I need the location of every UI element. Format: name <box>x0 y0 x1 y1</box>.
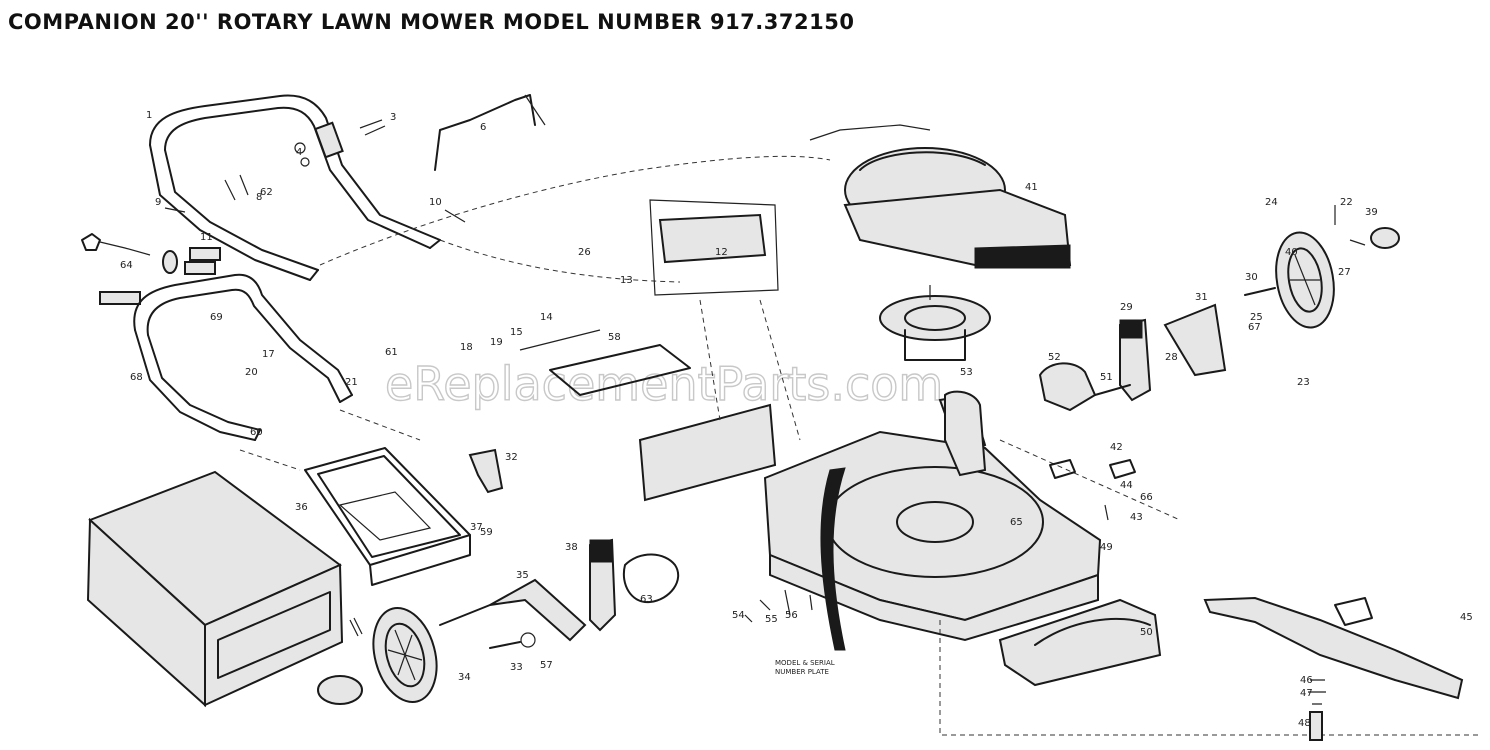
rear-wheel-left <box>317 578 587 705</box>
callout: 15 <box>510 327 523 338</box>
callout: 56 <box>785 610 798 621</box>
callout: 28 <box>1165 352 1178 363</box>
callout: 58 <box>608 332 621 343</box>
callout: 29 <box>1120 302 1133 313</box>
control-cable <box>319 155 831 266</box>
callout: 21 <box>345 377 358 388</box>
blade <box>1203 596 1464 700</box>
callout: 43 <box>1130 512 1143 523</box>
blade-adapter <box>879 285 991 361</box>
callout: 66 <box>1140 492 1153 503</box>
callout: 14 <box>540 312 553 323</box>
callout: 34 <box>458 672 471 683</box>
callout: 65 <box>1010 517 1023 528</box>
callout: 44 <box>1120 480 1133 491</box>
decal-note-line-1: MODEL & SERIAL <box>775 659 835 667</box>
deck-hardware <box>744 439 1480 736</box>
callout: 59 <box>480 527 493 538</box>
watermark: eReplacementParts.com <box>385 357 943 411</box>
rear-wheel-right <box>1244 205 1400 329</box>
callout: 11 <box>200 232 213 243</box>
callout: 17 <box>262 349 275 360</box>
callout: 32 <box>505 452 518 463</box>
callout: 26 <box>578 247 591 258</box>
callout: 67 <box>1248 322 1261 333</box>
callout: 10 <box>429 197 442 208</box>
callout: 48 <box>1298 718 1311 729</box>
decal-note-line-2: NUMBER PLATE <box>775 668 829 676</box>
baffle-plates <box>519 329 777 502</box>
lower-handle <box>133 273 353 441</box>
callout: 49 <box>1100 542 1113 553</box>
callout: 61 <box>385 347 398 358</box>
height-adjuster-right <box>1119 303 1227 402</box>
callout: 1 <box>146 110 152 121</box>
callout: 30 <box>1245 272 1258 283</box>
callout: 45 <box>1460 612 1473 623</box>
callout: 40 <box>1285 247 1298 258</box>
callout: 12 <box>715 247 728 258</box>
callout: 24 <box>1265 197 1278 208</box>
callout: 8 <box>256 192 262 203</box>
page-title: COMPANION 20'' ROTARY LAWN MOWER MODEL N… <box>8 10 855 34</box>
callout: 20 <box>245 367 258 378</box>
callout: 19 <box>490 337 503 348</box>
engine <box>809 124 1072 269</box>
rear-shield <box>998 598 1162 687</box>
callout: 3 <box>390 112 396 123</box>
callout: 46 <box>1300 675 1313 686</box>
callout: 31 <box>1195 292 1208 303</box>
control-cable-2 <box>439 239 681 283</box>
callout: 42 <box>1110 442 1123 453</box>
grass-bag <box>86 470 344 708</box>
callout: 55 <box>765 614 778 625</box>
callout: 51 <box>1100 372 1113 383</box>
callout: 54 <box>732 610 745 621</box>
callout: 37 <box>470 522 483 533</box>
callout: 57 <box>540 660 553 671</box>
callout: 53 <box>960 367 973 378</box>
callout: 41 <box>1025 182 1038 193</box>
upper-handle <box>149 94 441 281</box>
callout: 33 <box>510 662 523 673</box>
hardware-upper <box>164 119 466 223</box>
callout: 27 <box>1338 267 1351 278</box>
callout: 23 <box>1297 377 1310 388</box>
callout: 60 <box>250 427 263 438</box>
callout: 52 <box>1048 352 1061 363</box>
callout: 18 <box>460 342 473 353</box>
callout: 64 <box>120 260 133 271</box>
callout: 38 <box>565 542 578 553</box>
callout: 22 <box>1340 197 1353 208</box>
callout: 13 <box>620 275 633 286</box>
height-adjuster-left <box>589 538 680 632</box>
blade-bolt-stack <box>1308 679 1326 741</box>
callout: 39 <box>1365 207 1378 218</box>
callout: 35 <box>516 570 529 581</box>
callout: 63 <box>640 594 653 605</box>
callout: 9 <box>155 197 161 208</box>
mower-deck <box>763 393 1102 651</box>
callout: 62 <box>260 187 273 198</box>
grass-bag-frame <box>304 447 471 586</box>
callout: 68 <box>130 372 143 383</box>
callout: 36 <box>295 502 308 513</box>
knob-and-pads <box>81 233 221 305</box>
callout: 47 <box>1300 688 1313 699</box>
callouts: 1 3 4 6 8 9 10 11 12 13 14 15 17 18 19 2… <box>120 110 1473 729</box>
bracket-small <box>468 448 504 494</box>
callout: 69 <box>210 312 223 323</box>
axle-bracket-right <box>944 362 1131 477</box>
callout: 25 <box>1250 312 1263 323</box>
callout: 4 <box>296 147 302 158</box>
callout: 50 <box>1140 627 1153 638</box>
callout: 6 <box>480 122 486 133</box>
control-bail <box>434 94 546 171</box>
cable-bracket-box <box>649 199 801 441</box>
